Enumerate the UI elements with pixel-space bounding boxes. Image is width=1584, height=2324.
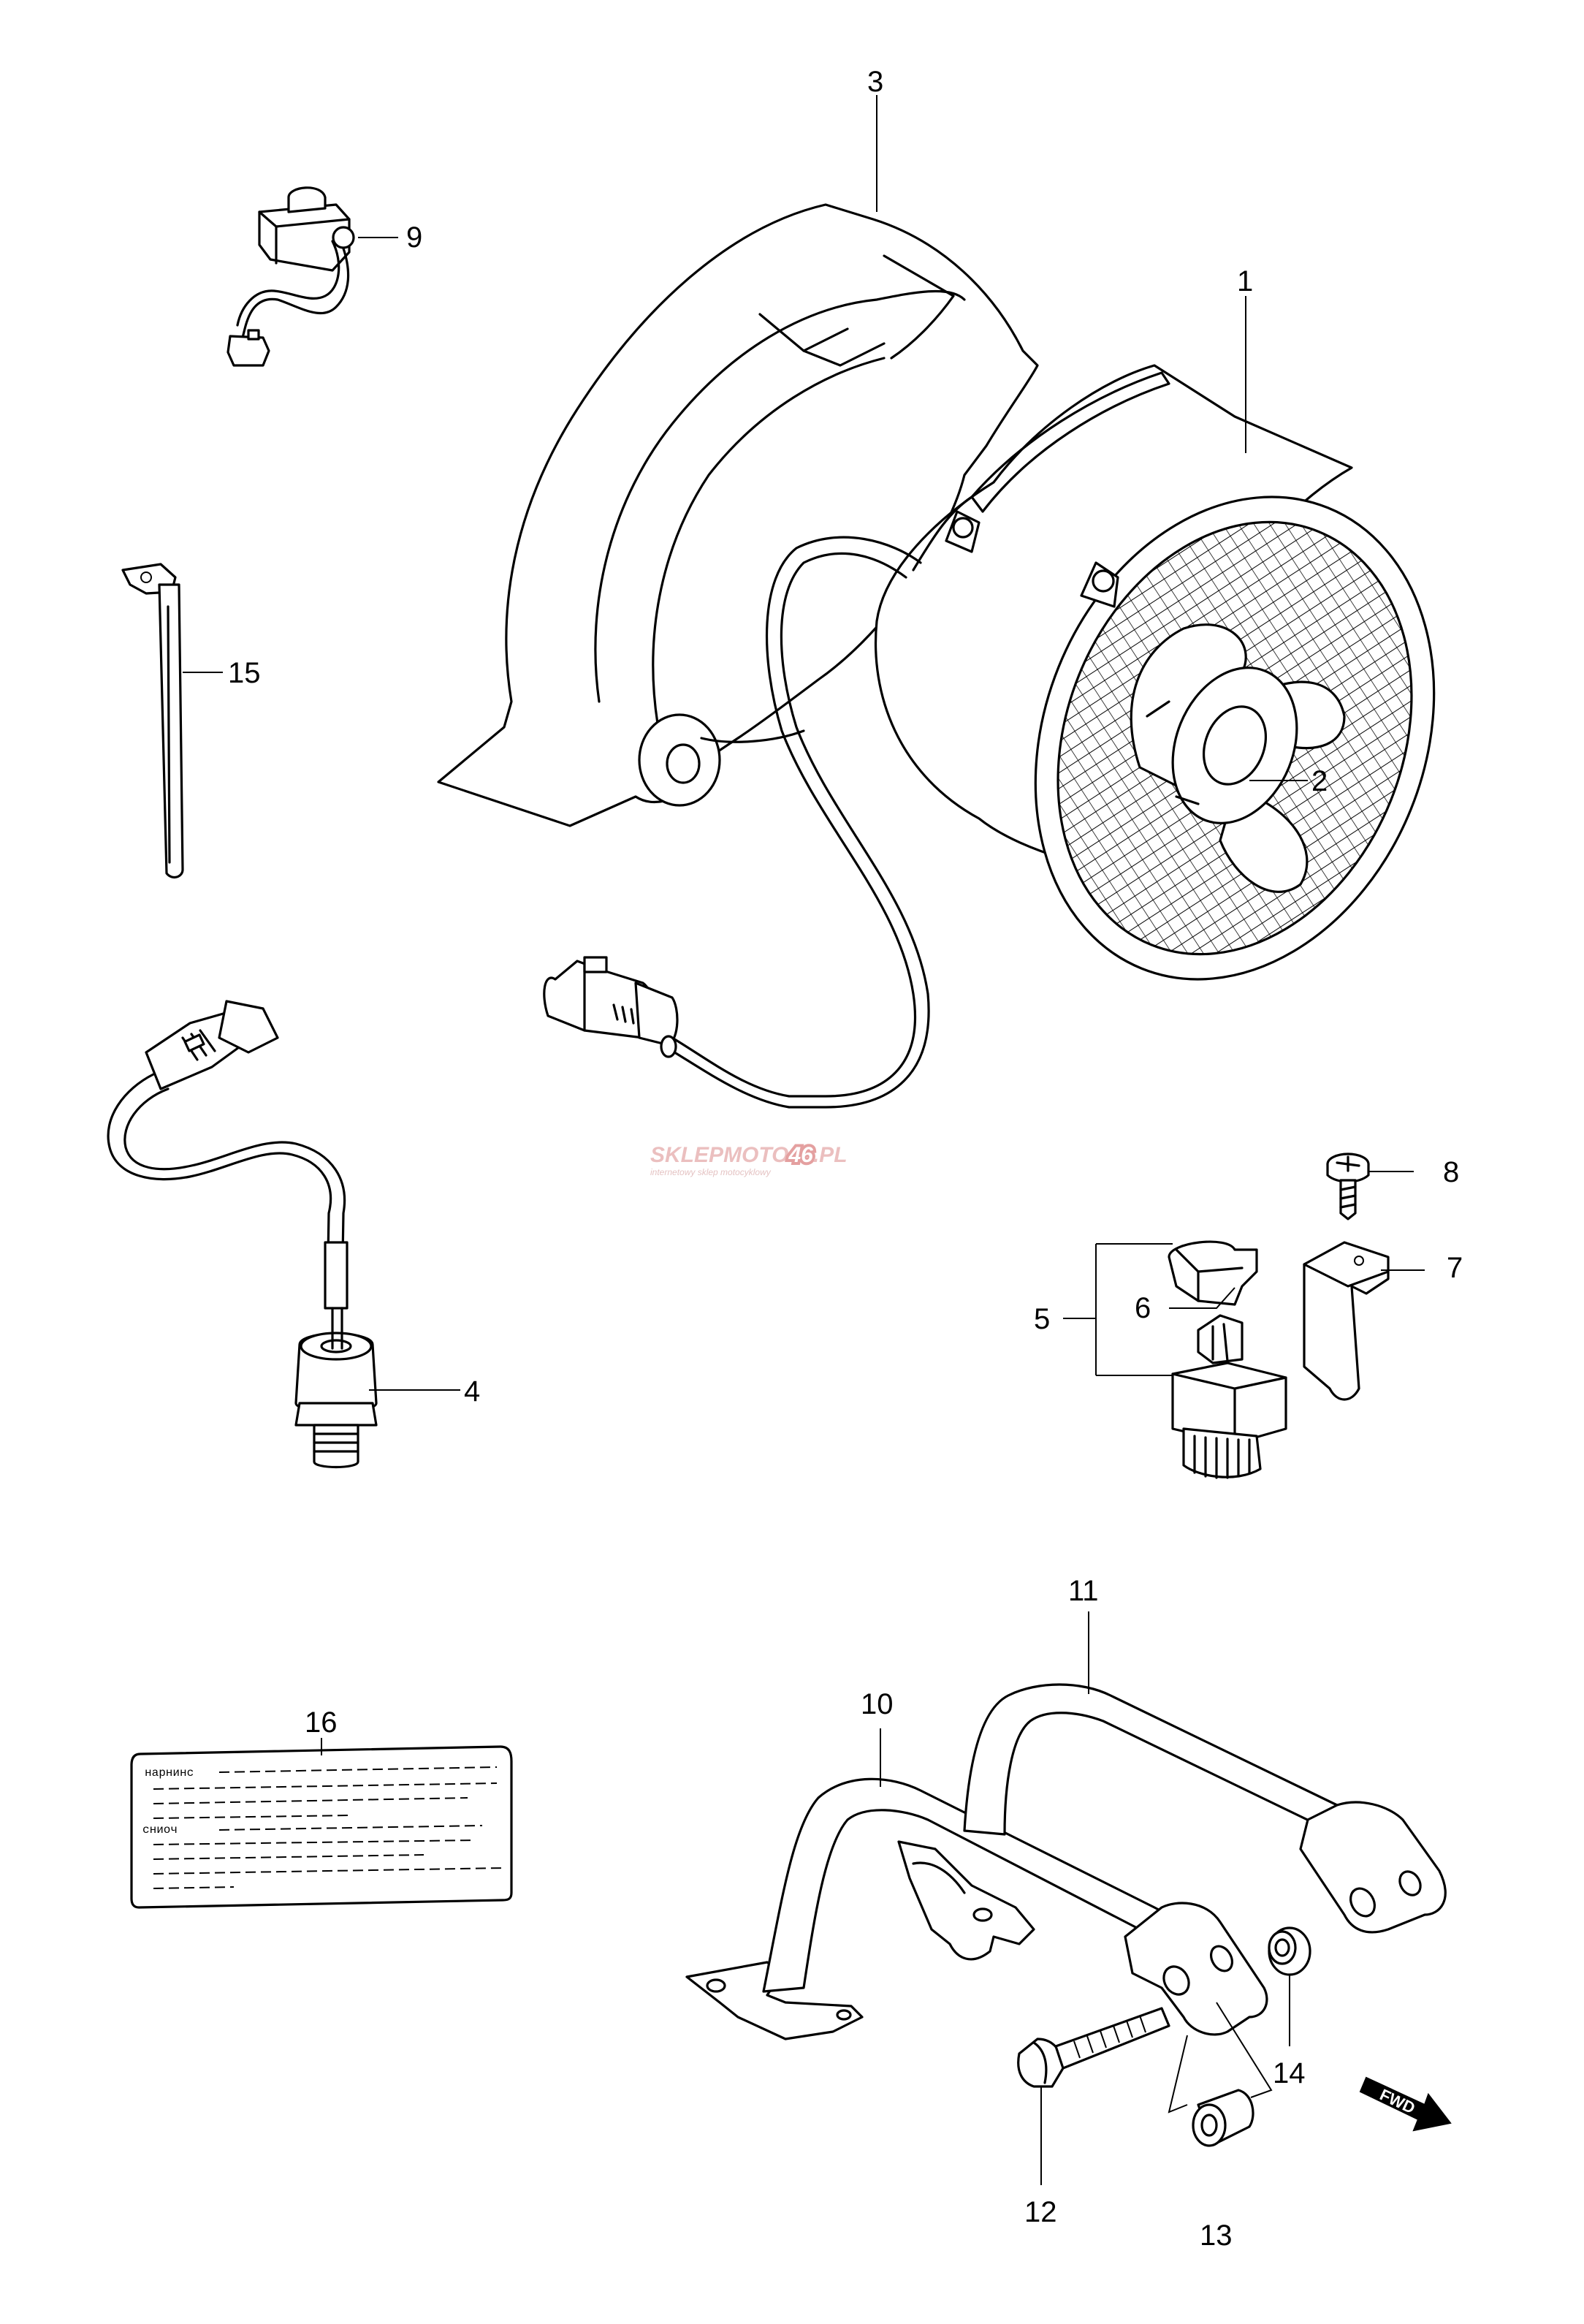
cable-tie	[121, 563, 184, 879]
cooling-fan	[543, 364, 1436, 1109]
fan-shroud	[437, 203, 1039, 827]
callout-numbers: 1 2 3 4 5 6 7 8 9 10 11 12 13 14 15 16	[228, 66, 1463, 2252]
callout-8: 8	[1443, 1156, 1459, 1188]
rear-bracket	[963, 1683, 1447, 1934]
watermark-brand-part2: 46	[788, 1143, 813, 1167]
caution-label: нарнинс сниоч	[130, 1745, 513, 1909]
leader-lines	[183, 95, 1425, 2185]
fan-connector	[543, 956, 679, 1058]
collar-spacer	[1192, 2089, 1254, 2147]
label-decal-line1: нарнинс	[145, 1766, 194, 1780]
svg-text:SKLEPMOTO46.PL: SKLEPMOTO46.PL	[650, 1143, 848, 1167]
callout-12: 12	[1024, 2196, 1057, 2228]
callout-3: 3	[867, 66, 883, 98]
callout-4: 4	[464, 1375, 480, 1408]
watermark-tagline: internetowy sklep motocyklowy	[650, 1167, 772, 1177]
relay-bracket	[1303, 1241, 1390, 1401]
fwd-label: FWD	[1377, 2085, 1418, 2117]
callout-16: 16	[305, 1706, 338, 1739]
fan-relay	[1168, 1240, 1287, 1479]
watermark-brand-part3: .PL	[813, 1143, 848, 1167]
callout-10: 10	[861, 1688, 894, 1720]
temperature-sensor	[107, 1000, 378, 1469]
flange-nut	[1268, 1926, 1311, 1976]
callout-13: 13	[1200, 2219, 1233, 2252]
callout-11: 11	[1068, 1575, 1099, 1607]
callout-7: 7	[1447, 1252, 1463, 1284]
callout-1: 1	[1237, 265, 1253, 297]
callout-14: 14	[1273, 2057, 1306, 2089]
watermark: SKLEPMOTO46.PL internetowy sklep motocyk…	[650, 1140, 848, 1177]
forward-direction-arrow: FWD	[1359, 2076, 1452, 2132]
watermark-brand-part1: SKLEPMOTO	[650, 1143, 788, 1167]
thermo-switch	[226, 186, 355, 367]
mounting-bolt	[1017, 2007, 1170, 2088]
callout-5: 5	[1034, 1303, 1050, 1335]
screw	[1326, 1152, 1370, 1220]
callout-6: 6	[1135, 1292, 1151, 1324]
label-decal-line2: сниоч	[142, 1823, 178, 1837]
callout-15: 15	[228, 657, 261, 689]
callout-2: 2	[1311, 765, 1328, 797]
callout-9: 9	[406, 221, 422, 254]
